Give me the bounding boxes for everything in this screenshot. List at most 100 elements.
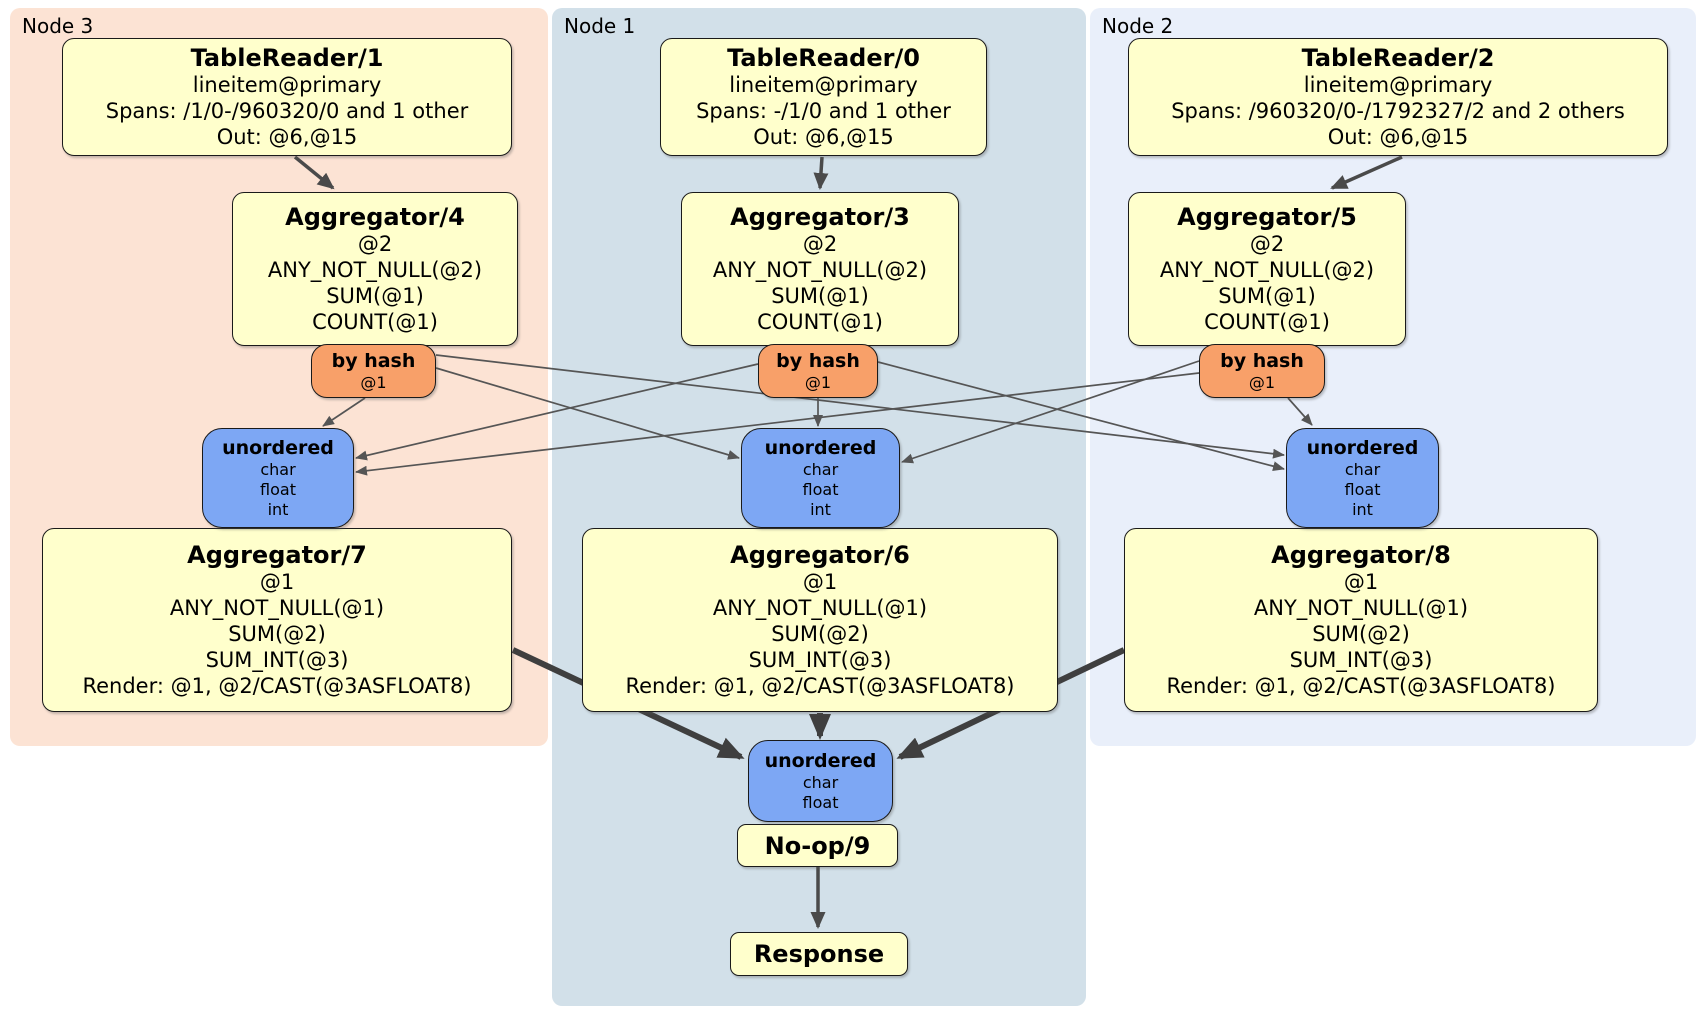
- aggregator8-title: Aggregator/8: [1271, 541, 1451, 569]
- aggregator6-line: SUM(@2): [771, 622, 869, 646]
- node3-label: Node 3: [22, 14, 94, 38]
- node2-label: Node 2: [1102, 14, 1174, 38]
- aggregator8-line: SUM(@2): [1312, 622, 1410, 646]
- sync-title: unordered: [764, 750, 877, 772]
- sync-line: int: [267, 500, 289, 519]
- aggregator6-line: ANY_NOT_NULL(@1): [712, 596, 928, 620]
- aggregator7-line: Render: @1, @2/CAST(@3ASFLOAT8): [82, 674, 472, 698]
- tablereader2-box: TableReader/2 lineitem@primary Spans: /9…: [1128, 38, 1668, 156]
- node3-unordered-sync: unordered char float int: [202, 428, 354, 528]
- sync-line: char: [260, 460, 296, 479]
- sync-line: char: [802, 460, 839, 479]
- aggregator4-line: COUNT(@1): [312, 310, 438, 334]
- tablereader1-title: TableReader/1: [190, 44, 384, 72]
- sync-line: float: [802, 793, 839, 812]
- aggregator3-box: Aggregator/3 @2 ANY_NOT_NULL(@2) SUM(@1)…: [681, 192, 959, 346]
- aggregator4-line: SUM(@1): [326, 284, 424, 308]
- aggregator7-line: SUM(@2): [228, 622, 326, 646]
- aggregator6-line: SUM_INT(@3): [748, 648, 892, 672]
- edge-r3-s2: [435, 354, 1285, 459]
- tablereader1-line: Out: @6,@15: [216, 125, 358, 149]
- router-title: by hash: [1220, 350, 1304, 372]
- tablereader0-line: lineitem@primary: [729, 73, 918, 97]
- edge-r1-s3: [355, 363, 759, 461]
- node2-unordered-sync: unordered char float int: [1286, 428, 1439, 528]
- tablereader1-line: lineitem@primary: [192, 73, 382, 97]
- node3-hash-router: by hash @1: [311, 344, 436, 398]
- router-title: by hash: [776, 350, 860, 372]
- aggregator4-title: Aggregator/4: [285, 203, 465, 231]
- tablereader2-line: Out: @6,@15: [1327, 125, 1469, 149]
- node1-label: Node 1: [564, 14, 636, 38]
- final-unordered-sync: unordered char float: [748, 740, 893, 822]
- aggregator7-line: @1: [259, 570, 295, 594]
- tablereader0-box: TableReader/0 lineitem@primary Spans: -/…: [660, 38, 987, 156]
- edge-r1-s2: [877, 361, 1285, 472]
- aggregator3-line: @2: [802, 232, 838, 256]
- sync-title: unordered: [1306, 437, 1419, 459]
- aggregator6-title: Aggregator/6: [730, 541, 910, 569]
- edge-r3-s1: [435, 367, 740, 460]
- aggregator7-box: Aggregator/7 @1 ANY_NOT_NULL(@1) SUM(@2)…: [42, 528, 512, 712]
- aggregator3-title: Aggregator/3: [730, 203, 910, 231]
- tablereader0-title: TableReader/0: [727, 44, 920, 72]
- aggregator4-line: ANY_NOT_NULL(@2): [267, 258, 483, 282]
- aggregator5-line: ANY_NOT_NULL(@2): [1159, 258, 1375, 282]
- sync-line: char: [1344, 460, 1381, 479]
- aggregator8-line: SUM_INT(@3): [1289, 648, 1433, 672]
- aggregator7-line: ANY_NOT_NULL(@1): [169, 596, 385, 620]
- router-detail: @1: [360, 373, 387, 392]
- aggregator3-line: ANY_NOT_NULL(@2): [712, 258, 928, 282]
- tablereader0-line: Out: @6,@15: [753, 125, 894, 149]
- sync-line: float: [260, 480, 296, 499]
- aggregator8-line: @1: [1343, 570, 1379, 594]
- aggregator7-line: SUM_INT(@3): [205, 648, 349, 672]
- sync-title: unordered: [222, 437, 334, 459]
- aggregator6-line: @1: [802, 570, 838, 594]
- aggregator5-line: COUNT(@1): [1204, 310, 1330, 334]
- edge-tr1-agg4: [293, 155, 335, 190]
- tablereader2-line: lineitem@primary: [1303, 73, 1493, 97]
- edge-r2-s3: [355, 372, 1200, 476]
- sync-line: int: [1352, 500, 1373, 519]
- sync-line: float: [1344, 480, 1381, 499]
- aggregator5-line: @2: [1249, 232, 1285, 256]
- aggregator8-line: Render: @1, @2/CAST(@3ASFLOAT8): [1166, 674, 1556, 698]
- aggregator6-box: Aggregator/6 @1 ANY_NOT_NULL(@1) SUM(@2)…: [582, 528, 1058, 712]
- edge-r3-s3: [322, 397, 366, 427]
- node1-hash-router: by hash @1: [758, 344, 878, 398]
- aggregator3-line: SUM(@1): [771, 284, 869, 308]
- sync-line: int: [810, 500, 831, 519]
- edge-tr2-agg5: [1330, 155, 1403, 190]
- edge-tr0-agg3: [813, 156, 829, 190]
- aggregator7-title: Aggregator/7: [187, 541, 367, 569]
- sync-line: float: [802, 480, 839, 499]
- aggregator5-box: Aggregator/5 @2 ANY_NOT_NULL(@2) SUM(@1)…: [1128, 192, 1406, 346]
- edge-r2-s2: [1287, 397, 1313, 426]
- node1-unordered-sync: unordered char float int: [741, 428, 900, 528]
- aggregator5-title: Aggregator/5: [1177, 203, 1357, 231]
- aggregator3-line: COUNT(@1): [757, 310, 883, 334]
- noop-box: No-op/9: [737, 824, 898, 867]
- tablereader1-box: TableReader/1 lineitem@primary Spans: /1…: [62, 38, 512, 156]
- aggregator8-box: Aggregator/8 @1 ANY_NOT_NULL(@1) SUM(@2)…: [1124, 528, 1598, 712]
- tablereader2-title: TableReader/2: [1301, 44, 1495, 72]
- sync-title: unordered: [764, 437, 877, 459]
- aggregator4-box: Aggregator/4 @2 ANY_NOT_NULL(@2) SUM(@1)…: [232, 192, 518, 346]
- noop-title: No-op/9: [764, 831, 871, 860]
- router-detail: @1: [804, 373, 832, 392]
- router-detail: @1: [1248, 373, 1276, 392]
- edge-r2-s1: [901, 360, 1200, 464]
- sync-line: char: [802, 773, 839, 792]
- aggregator4-line: @2: [357, 232, 393, 256]
- response-title: Response: [753, 940, 885, 968]
- response-box: Response: [730, 932, 908, 976]
- tablereader0-line: Spans: -/1/0 and 1 other: [696, 99, 951, 123]
- aggregator5-line: SUM(@1): [1218, 284, 1316, 308]
- aggregator6-line: Render: @1, @2/CAST(@3ASFLOAT8): [625, 674, 1015, 698]
- node2-hash-router: by hash @1: [1199, 344, 1325, 398]
- tablereader2-line: Spans: /960320/0-/1792327/2 and 2 others: [1171, 99, 1625, 123]
- router-title: by hash: [331, 350, 416, 372]
- aggregator8-line: ANY_NOT_NULL(@1): [1253, 596, 1469, 620]
